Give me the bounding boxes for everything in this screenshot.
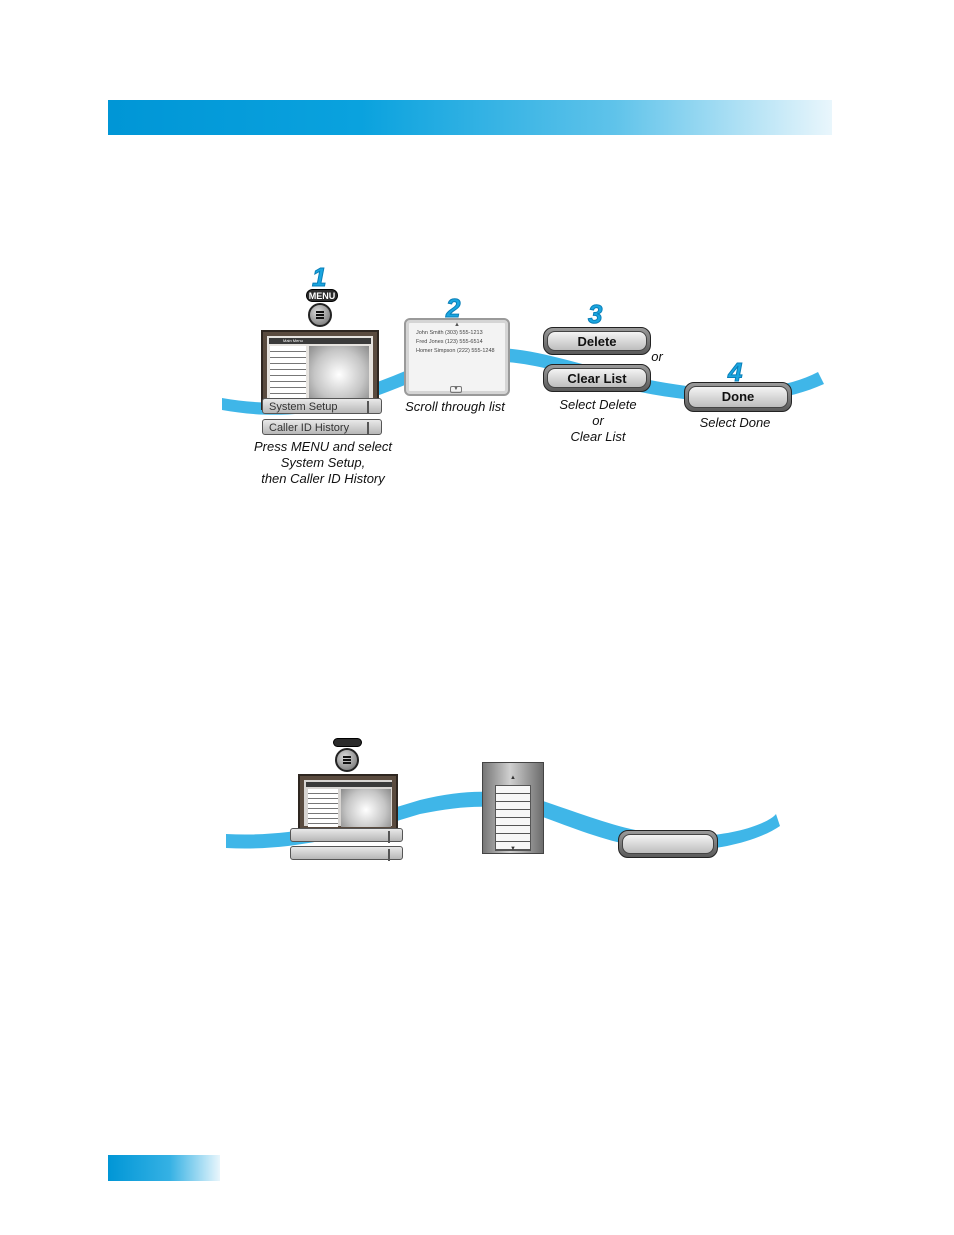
tall-scroll-down-icon[interactable]: ▼	[510, 846, 516, 852]
step-1-caption: Press MENU and select System Setup, then…	[228, 439, 418, 487]
list-row[interactable]: Homer Simpson (222) 555-1248	[416, 348, 495, 354]
scroll-down-icon[interactable]: ▼	[450, 386, 462, 393]
step-2-number: 2	[445, 293, 461, 324]
header-bar	[108, 100, 832, 135]
screen-lower	[298, 774, 398, 832]
menu-lines-icon	[343, 759, 351, 761]
step-1-caption-line-3: then Caller ID History	[261, 471, 385, 486]
tv-preview	[309, 346, 369, 398]
step-3-caption-line-1: Select Delete	[559, 397, 637, 412]
tall-list-rows	[495, 785, 531, 851]
step-3-caption-line-3: Clear List	[570, 429, 626, 444]
screen-lower-titlebar	[306, 782, 392, 787]
step-3-caption: Select Delete or Clear List	[540, 397, 656, 445]
menu-pill-blank	[333, 738, 362, 747]
caller-id-history-bar[interactable]: Caller ID History	[262, 419, 382, 435]
menu-list	[270, 346, 306, 398]
delete-button-label: Delete	[547, 331, 647, 351]
menu-lines-icon	[316, 314, 324, 316]
system-setup-bar[interactable]: System Setup	[262, 398, 382, 414]
or-label: or	[651, 349, 663, 364]
clear-list-button[interactable]: Clear List	[543, 364, 651, 392]
screen-lower-preview	[341, 789, 391, 827]
step-1-caption-line-2: System Setup,	[280, 455, 366, 470]
done-button[interactable]: Done	[684, 382, 792, 412]
list-row[interactable]: Fred Jones (123) 555-6514	[416, 339, 483, 345]
screen-lower-list	[308, 789, 338, 827]
step-4-number: 4	[727, 357, 743, 388]
blank-pill-face	[622, 834, 714, 854]
footer-bar	[108, 1155, 220, 1181]
screen-lower-content	[304, 780, 392, 827]
step-2-caption: Scroll through list	[405, 399, 505, 414]
screen-content: Main Menu	[267, 336, 373, 404]
step-4-caption: Select Done	[699, 415, 771, 430]
menu-button-lower[interactable]	[335, 748, 359, 772]
blank-pill-button[interactable]	[618, 830, 718, 858]
step-3-number: 3	[587, 299, 603, 330]
lower-bar-1[interactable]	[290, 828, 403, 843]
delete-button[interactable]: Delete	[543, 327, 651, 355]
clear-list-button-label: Clear List	[547, 368, 647, 388]
step-1-caption-line-1: Press MENU and select	[254, 439, 392, 454]
menu-button[interactable]	[308, 303, 332, 327]
list-row[interactable]: John Smith (303) 555-1213	[416, 330, 483, 336]
menu-label: MENU	[306, 289, 338, 302]
lower-bar-2[interactable]	[290, 846, 403, 861]
screen-title: Main Menu	[283, 338, 303, 343]
done-button-label: Done	[688, 386, 788, 408]
scroll-up-icon[interactable]: ▲	[454, 322, 460, 328]
screen-titlebar: Main Menu	[269, 338, 371, 344]
caller-list-panel: ▲ John Smith (303) 555-1213 Fred Jones (…	[404, 318, 510, 396]
step-3-caption-line-2: or	[592, 413, 604, 428]
tall-list-panel: ▲ ▼	[482, 762, 544, 854]
step-1-number: 1	[311, 262, 327, 293]
tall-scroll-up-icon[interactable]: ▲	[510, 775, 516, 781]
